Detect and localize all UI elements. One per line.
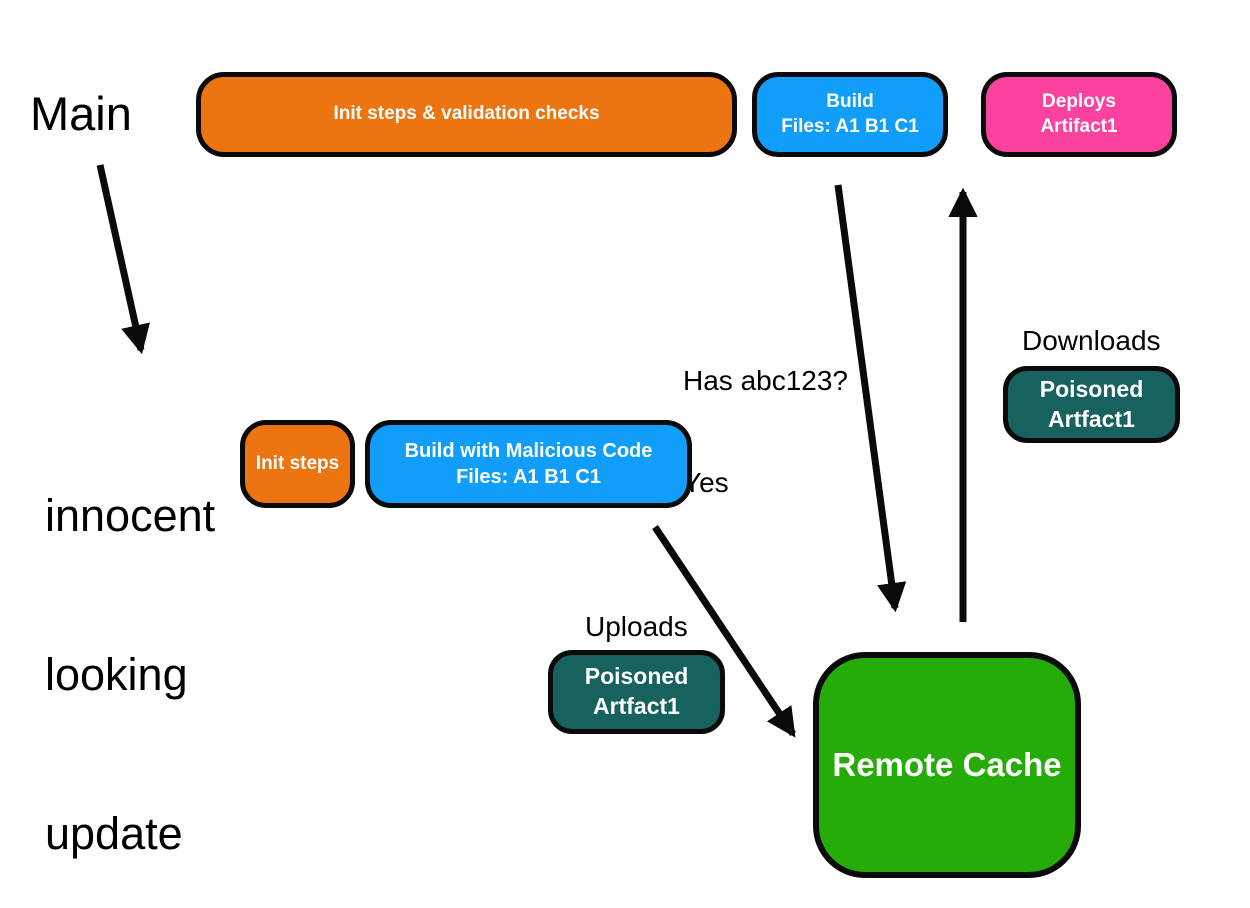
node-poisoned-artifact-upload-line1: Poisoned [584, 663, 689, 690]
has-hash-annotation: Has abc123? Yes [683, 296, 848, 568]
node-malicious-build-label-line1: Build with Malicious Code [404, 440, 653, 462]
node-init-validation-checks: Init steps & validation checks [196, 72, 737, 157]
innocent-update-label: innocent looking update [45, 383, 215, 908]
node-remote-cache-label: Remote Cache [832, 745, 1062, 783]
main-branch-label: Main [30, 87, 132, 140]
node-remote-cache: Remote Cache [813, 652, 1081, 878]
node-malicious-build-label-line2: Files: A1 B1 C1 [456, 466, 601, 488]
node-deploys-artifact: Deploys Artifact1 [981, 72, 1177, 157]
innocent-update-label-line1: innocent [45, 490, 216, 541]
innocent-update-label-line2: looking [45, 649, 188, 700]
innocent-update-label-line3: update [45, 808, 183, 859]
node-malicious-build: Build with Malicious Code Files: A1 B1 C… [365, 420, 692, 508]
node-poisoned-artifact-download-line1: Poisoned [1039, 375, 1144, 402]
downloads-annotation: Downloads [1022, 325, 1161, 356]
arrow-main-to-branch [96, 164, 150, 355]
has-hash-annotation-line1: Has abc123? [683, 365, 849, 396]
has-hash-annotation-line2: Yes [683, 467, 729, 498]
node-poisoned-artifact-download-line2: Artfact1 [1048, 405, 1135, 432]
node-deploys-artifact-label-line2: Artifact1 [1040, 115, 1118, 137]
node-poisoned-artifact-download: Poisoned Artfact1 [1003, 366, 1180, 443]
node-init-validation-checks-label: Init steps & validation checks [333, 103, 600, 125]
node-poisoned-artifact-upload-line2: Artfact1 [593, 693, 680, 719]
node-build-label-line2: Files: A1 B1 C1 [781, 115, 919, 137]
node-poisoned-artifact-upload: Poisoned Artfact1 [548, 650, 725, 734]
node-init-steps: Init steps [240, 420, 355, 508]
uploads-annotation: Uploads [585, 611, 688, 642]
node-build: Build Files: A1 B1 C1 [752, 72, 948, 157]
node-init-steps-label: Init steps [255, 452, 340, 474]
node-build-label-line1: Build [826, 90, 874, 112]
node-deploys-artifact-label-line1: Deploys [1042, 90, 1116, 112]
